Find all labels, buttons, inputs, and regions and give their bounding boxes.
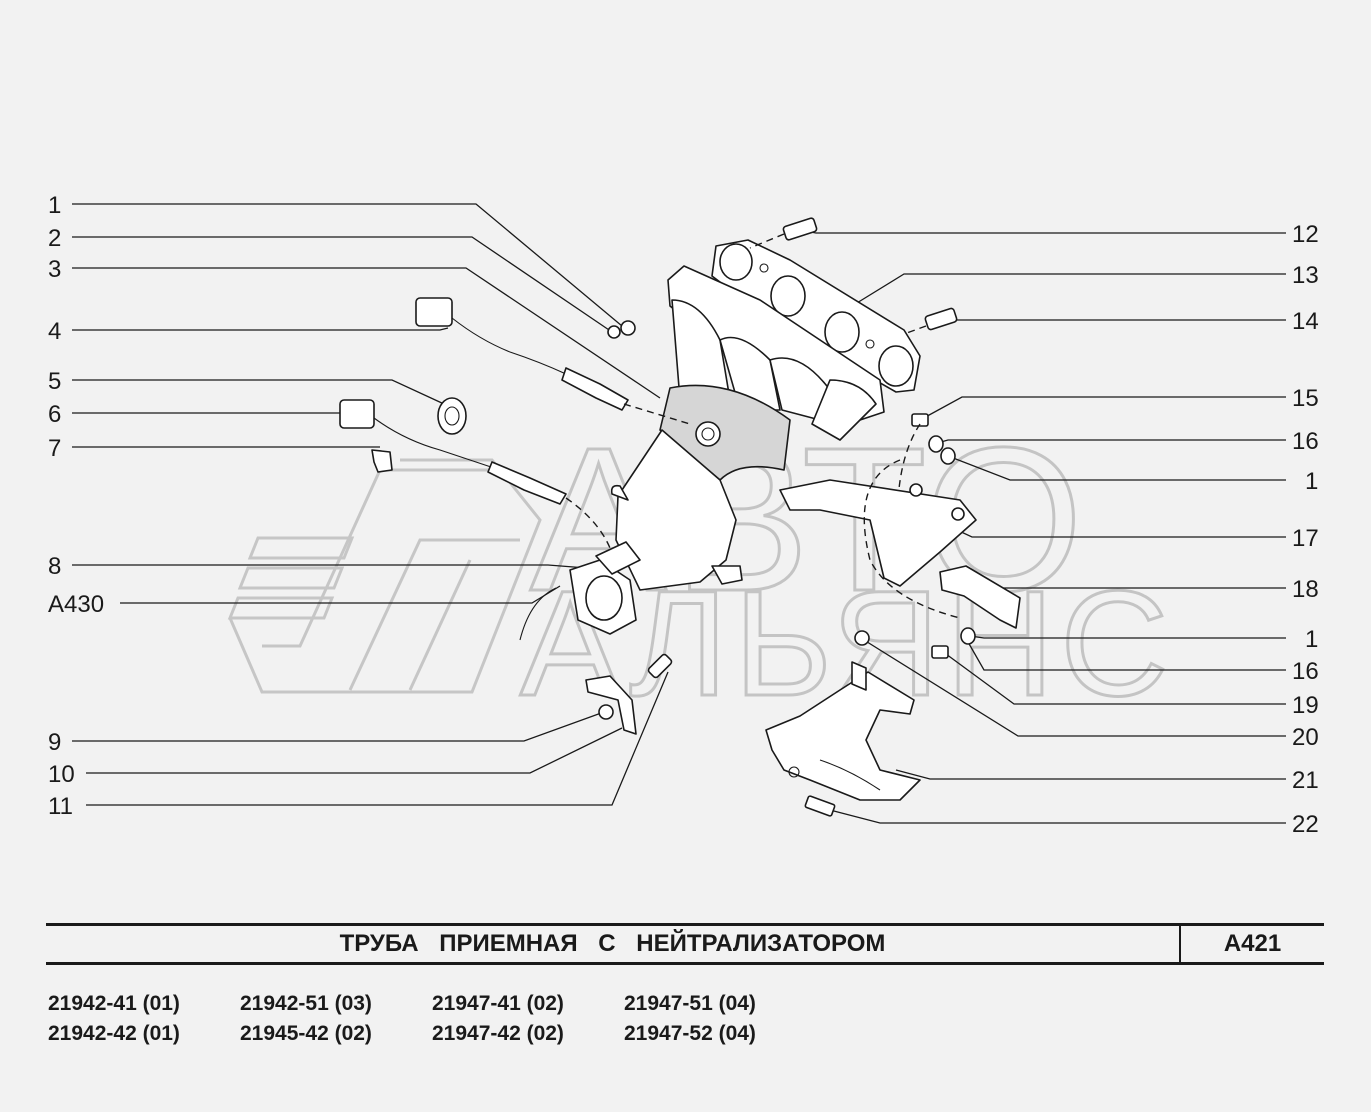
model-list: 21942-41 (01) 21942-51 (03) 21947-41 (02… [48,990,816,1048]
oxygen-sensor-upper [415,297,691,425]
fasteners-lower [854,627,976,659]
page-title: ТРУБА ПРИЕМНАЯ С НЕЙТРАЛИЗАТОРОМ [339,930,886,957]
callout-18: 18 [1292,576,1319,603]
callout-6: 6 [48,401,61,428]
callout-14: 14 [1292,308,1319,335]
lower-flange [519,541,641,641]
callout-15: 15 [1292,385,1319,412]
model-code: 21942-51 (03) [240,992,372,1015]
leader-lines-right [799,229,1286,824]
model-code: 21947-41 (02) [432,992,564,1015]
callout-5: 5 [48,368,61,395]
model-code: 21947-52 (04) [624,1022,756,1045]
callout-20: 20 [1292,724,1319,751]
model-code: 21945-42 (02) [240,1022,372,1045]
seal-ring [437,397,467,435]
nut-washer-top [607,320,636,339]
callout-4: 4 [48,318,61,345]
callout-3: 3 [48,256,61,283]
callout-1: 1 [48,192,61,219]
callout-16b: 16 [1292,658,1319,685]
title-bar: ТРУБА ПРИЕМНАЯ С НЕЙТРАЛИЗАТОРОМ A421 [46,923,1324,965]
stud-12 [749,217,818,249]
model-code: 21947-51 (04) [624,992,756,1015]
callout-2: 2 [48,225,61,252]
callout-a430: A430 [48,591,104,618]
title-divider [1179,926,1181,962]
callout-13: 13 [1292,262,1319,289]
mounting-bracket [939,565,1021,629]
heat-shield-bracket [779,459,977,619]
manifold-catalyst [610,265,885,591]
wire-clip [371,449,393,473]
callouts-left: 1 2 3 4 5 6 7 8 A430 9 10 11 [48,192,104,820]
leader-lines-left [72,203,669,806]
exhaust-pipe-diagram: АВТО АЛЬЯНС 1 2 3 4 [48,192,1319,838]
diagram-code: A421 [1223,930,1282,957]
callout-21: 21 [1292,767,1319,794]
callout-16a: 16 [1292,428,1319,455]
bolt-22 [804,795,836,817]
model-code: 21942-41 (01) [48,992,180,1015]
stud-14 [903,307,958,335]
lower-heat-shield [765,661,921,801]
callouts-right: 12 13 14 15 16 1 17 18 1 16 19 20 21 22 [1292,221,1319,838]
oxygen-sensor-lower [339,399,611,549]
callout-11: 11 [48,793,73,820]
callout-19: 19 [1292,692,1319,719]
callout-1c: 1 [1305,626,1318,653]
model-code: 21947-42 (02) [432,1022,564,1045]
callout-10: 10 [48,761,75,788]
callout-9: 9 [48,729,61,756]
callout-22: 22 [1292,811,1319,838]
callout-12: 12 [1292,221,1319,248]
callout-1b: 1 [1305,468,1318,495]
model-code: 21942-42 (01) [48,1022,180,1045]
bracket-lower-left [585,653,673,735]
callout-17: 17 [1292,525,1319,552]
callout-7: 7 [48,435,61,462]
callout-8: 8 [48,553,61,580]
